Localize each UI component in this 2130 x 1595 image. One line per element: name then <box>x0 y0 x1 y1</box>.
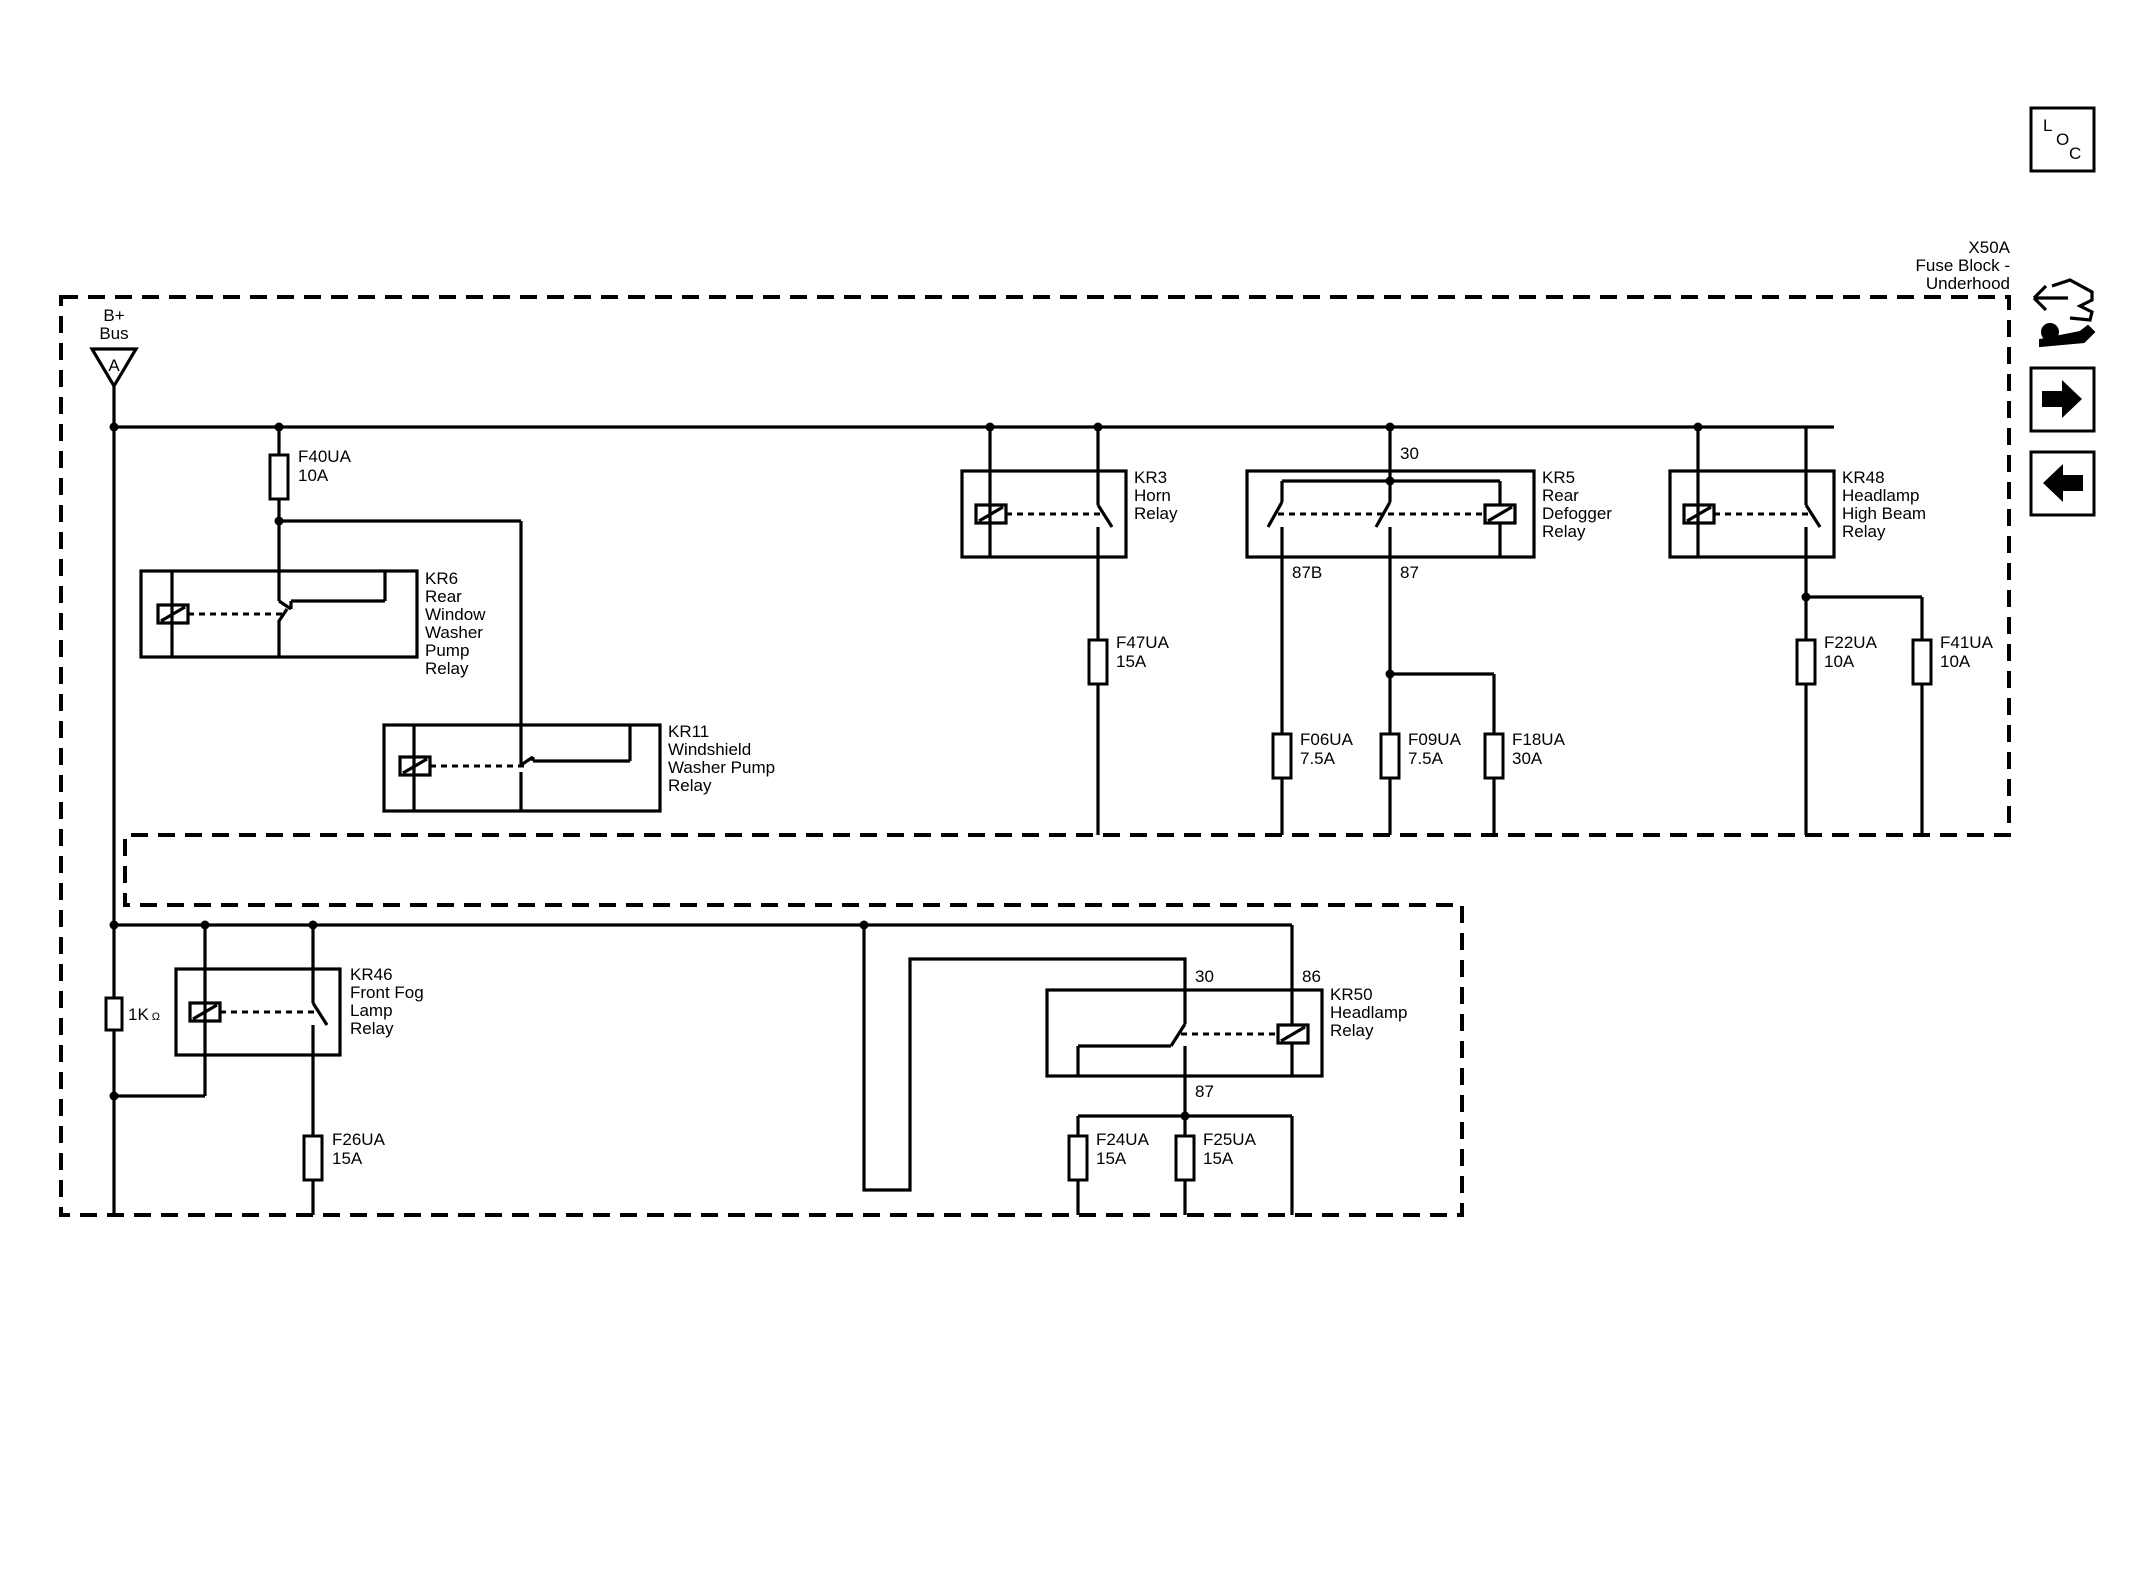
f40ua-circuit: F40UA 10A <box>268 422 523 750</box>
b-plus-bus: B+ Bus A <box>89 306 139 390</box>
bus-label-line1: B+ <box>103 306 124 325</box>
fuse-f18ua-name: F18UA <box>1512 730 1566 749</box>
fuse-f18ua <box>1483 732 1505 780</box>
loc-letter-c: C <box>2069 144 2081 163</box>
fuse-f06ua-name: F06UA <box>1300 730 1354 749</box>
fuse-f24ua <box>1067 1134 1089 1182</box>
kr5-name-line2: Defogger <box>1542 504 1612 523</box>
f26ua-circuit: F26UA 15A <box>302 1055 386 1215</box>
fuse-f25ua-rating: 15A <box>1203 1149 1234 1168</box>
kr46-id: KR46 <box>350 965 393 984</box>
fuse-f40ua-name: F40UA <box>298 447 352 466</box>
bus-connector-label: A <box>108 356 120 375</box>
relay-kr6: KR6 Rear Window Washer Pump Relay <box>139 569 486 678</box>
kr5-terminal-87: 87 <box>1400 563 1419 582</box>
fuse-f26ua <box>302 1134 324 1182</box>
fuse-f09ua-rating: 7.5A <box>1408 749 1444 768</box>
fuse-f47ua-rating: 15A <box>1116 652 1147 671</box>
kr6-name-line1: Rear <box>425 587 462 606</box>
relay-kr48: KR48 Headlamp High Beam Relay <box>1668 422 1926 559</box>
kr5-name-line3: Relay <box>1542 522 1586 541</box>
block-name-line2: Underhood <box>1926 274 2010 293</box>
kr50-feed-wiring <box>859 920 1294 1192</box>
fuse-f24ua-name: F24UA <box>1096 1130 1150 1149</box>
previous-arrow-icon[interactable] <box>2029 450 2096 517</box>
fuse-f47ua <box>1087 638 1109 686</box>
kr48-id: KR48 <box>1842 468 1885 487</box>
fuse-f41ua-name: F41UA <box>1940 633 1994 652</box>
kr5-terminal-30: 30 <box>1400 444 1419 463</box>
fuse-f25ua <box>1174 1134 1196 1182</box>
fuse-f41ua-rating: 10A <box>1940 652 1971 671</box>
relay-kr46: KR46 Front Fog Lamp Relay <box>174 920 424 1096</box>
fuse-f40ua <box>268 453 290 501</box>
fuse-f26ua-rating: 15A <box>332 1149 363 1168</box>
kr5-id: KR5 <box>1542 468 1575 487</box>
kr5-name-line1: Rear <box>1542 486 1579 505</box>
loc-letter-l: L <box>2043 116 2052 135</box>
fuse-f18ua-rating: 30A <box>1512 749 1543 768</box>
fuse-f26ua-name: F26UA <box>332 1130 386 1149</box>
kr48-name-line1: Headlamp <box>1842 486 1920 505</box>
block-id: X50A <box>1968 238 2010 257</box>
fuse-f40ua-rating: 10A <box>298 466 329 485</box>
kr46-name-line2: Lamp <box>350 1001 393 1020</box>
loc-letter-o: O <box>2056 130 2069 149</box>
fuse-f41ua <box>1911 638 1933 686</box>
kr50-name-line1: Headlamp <box>1330 1003 1408 1022</box>
kr48-name-line3: Relay <box>1842 522 1886 541</box>
block-name-line1: Fuse Block - <box>1916 256 2010 275</box>
kr50-name-line2: Relay <box>1330 1021 1374 1040</box>
kr5-terminal-87b: 87B <box>1292 563 1322 582</box>
kr48-output-circuits: F22UA 10A F41UA 10A <box>1795 557 1994 835</box>
kr6-name-line2: Window <box>425 605 486 624</box>
loc-icon[interactable]: L O C <box>2029 106 2096 173</box>
fuse-block-label: X50A Fuse Block - Underhood <box>1916 238 2011 293</box>
kr50-terminal-87: 87 <box>1195 1082 1214 1101</box>
kr3-name-line1: Horn <box>1134 486 1171 505</box>
kr11-name-line2: Washer Pump <box>668 758 775 777</box>
kr5-output-circuits: F06UA 7.5A F09UA 7.5A F18UA 30A <box>1271 557 1566 835</box>
kr3-name-line2: Relay <box>1134 504 1178 523</box>
kr48-name-line2: High Beam <box>1842 504 1926 523</box>
kr6-name-line3: Washer <box>425 623 483 642</box>
kr6-name-line4: Pump <box>425 641 469 660</box>
kr3-id: KR3 <box>1134 468 1167 487</box>
fuse-f09ua-name: F09UA <box>1408 730 1462 749</box>
relay-kr11: KR11 Windshield Washer Pump Relay <box>382 722 775 813</box>
kr11-name-line3: Relay <box>668 776 712 795</box>
bus-label-line2: Bus <box>99 324 128 343</box>
fuse-f22ua-name: F22UA <box>1824 633 1878 652</box>
relay-kr50: 30 86 KR50 Headlamp Relay 87 <box>1045 967 1408 1101</box>
kr46-name-line1: Front Fog <box>350 983 424 1002</box>
kr50-output-circuits: F24UA 15A F25UA 15A <box>1067 1076 1294 1215</box>
fuse-f06ua-rating: 7.5A <box>1300 749 1336 768</box>
kr11-id: KR11 <box>668 722 709 741</box>
bus-connector-symbol <box>89 347 139 390</box>
kr50-terminal-86: 86 <box>1302 967 1321 986</box>
connector-tool-icon[interactable] <box>2032 278 2096 348</box>
fuse-f06ua <box>1271 732 1293 780</box>
fuse-f25ua-name: F25UA <box>1203 1130 1257 1149</box>
kr46-name-line3: Relay <box>350 1019 394 1038</box>
fuse-f22ua <box>1795 638 1817 686</box>
next-arrow-icon[interactable] <box>2029 366 2096 433</box>
fuse-f47ua-name: F47UA <box>1116 633 1170 652</box>
kr6-name-line5: Relay <box>425 659 469 678</box>
fuse-f09ua <box>1379 732 1401 780</box>
kr6-id: KR6 <box>425 569 458 588</box>
kr50-id: KR50 <box>1330 985 1373 1004</box>
kr11-name-line1: Windshield <box>668 740 751 759</box>
fuse-f22ua-rating: 10A <box>1824 652 1855 671</box>
f47ua-circuit: F47UA 15A <box>1087 557 1170 835</box>
relay-kr3: KR3 Horn Relay <box>960 422 1178 559</box>
fuse-block-outline <box>59 295 2011 1217</box>
relay-kr5: 30 KR5 Rear Defogger Relay 87B 87 <box>1245 422 1612 582</box>
kr50-terminal-30: 30 <box>1195 967 1214 986</box>
fuse-f24ua-rating: 15A <box>1096 1149 1127 1168</box>
